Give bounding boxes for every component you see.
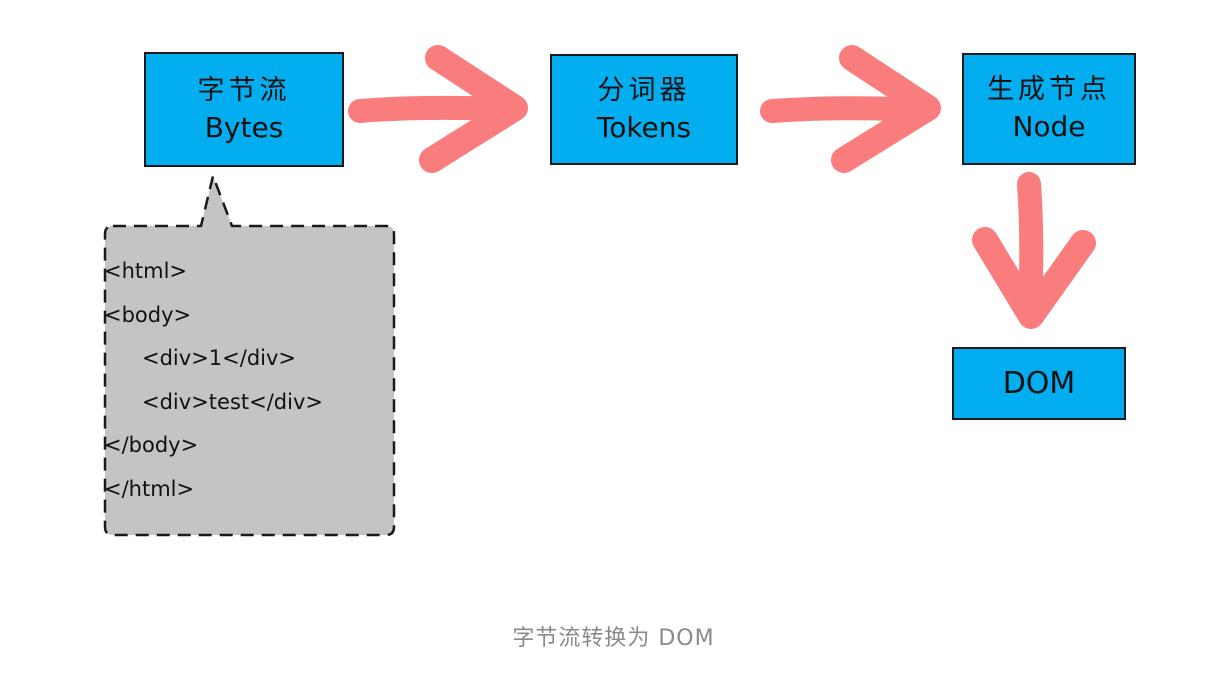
code-line: </html> [104,476,195,501]
node-node: 生成节点 Node [962,53,1136,165]
node-bytes: 字节流 Bytes [144,52,344,167]
node-tokens-label-en: Tokens [596,110,692,144]
node-bytes-label-zh: 字节流 [197,74,291,106]
node-bytes-label-en: Bytes [204,110,284,144]
node-dom-label: DOM [1002,365,1076,401]
code-line: <div>1</div> [142,346,297,370]
arrow-node-to-dom [972,172,1096,329]
arrow-tokens-to-node [760,45,941,173]
code-line: <div>test</div> [142,389,323,414]
node-node-label-en: Node [1012,110,1086,143]
node-tokens: 分词器 Tokens [550,54,738,165]
code-line: <body> [104,302,192,327]
code-line: </body> [104,433,199,457]
code-line: <html> [104,259,188,283]
node-dom: DOM [952,347,1126,420]
figure-caption: 字节流转换为 DOM [512,626,715,651]
callout-bubble [103,174,396,537]
arrow-bytes-to-tokens [348,45,528,173]
node-node-label-zh: 生成节点 [987,74,1111,105]
node-tokens-label-zh: 分词器 [597,74,691,106]
callout-code: <html> <body> <div>1</div> <div>test</di… [104,250,394,511]
